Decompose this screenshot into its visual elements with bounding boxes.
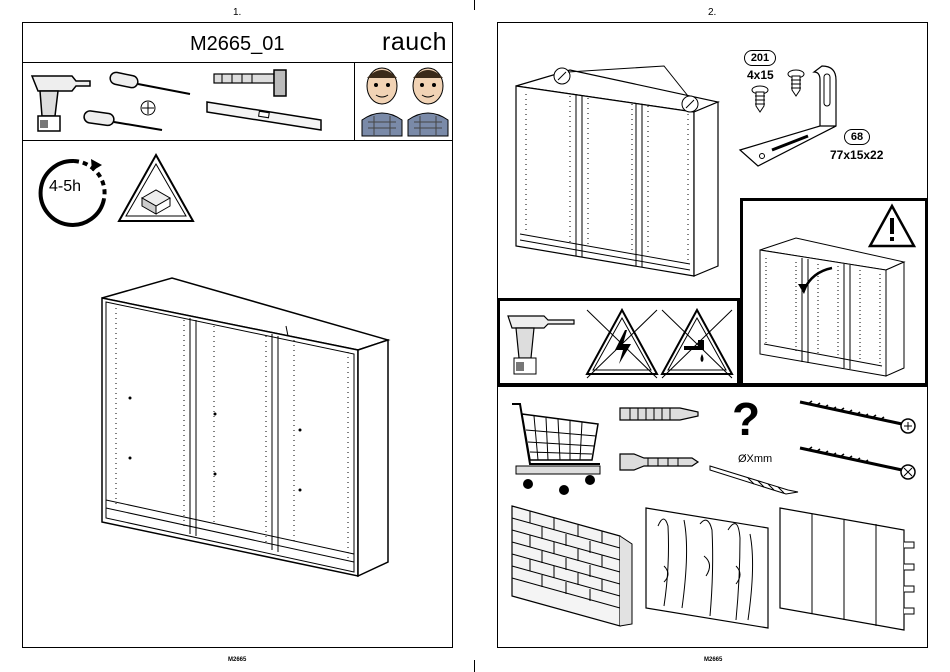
screwdriver-icon — [108, 70, 193, 98]
spirit-level-icon — [205, 100, 325, 134]
page-title: M2665_01 — [190, 33, 285, 56]
unknown-wall-question: ? — [732, 392, 760, 446]
fragile-warning-icon — [116, 152, 196, 224]
brick-wall-icon — [510, 504, 634, 628]
page-number-left: 1. — [233, 7, 241, 18]
wall-plug-icon — [618, 448, 700, 476]
part-68-badge: 68 — [844, 129, 870, 145]
hammer-icon — [212, 70, 297, 100]
worker-face-icon — [360, 64, 404, 136]
header-divider — [22, 62, 453, 63]
shopping-cart-icon — [510, 400, 604, 496]
tools-divider — [22, 140, 453, 141]
cordless-drill-icon — [504, 306, 578, 380]
no-electric-warning-icon — [585, 308, 659, 380]
footer-left: M2665 — [228, 657, 246, 663]
page-divider-bottom — [474, 660, 475, 672]
page-divider-top — [474, 0, 475, 10]
wood-wall-icon — [644, 506, 770, 630]
assembly-time-label: 4-5h — [49, 178, 81, 196]
part-68-size: 77x15x22 — [830, 148, 883, 162]
phillips-screwdriver-icon — [82, 104, 167, 134]
screw-icon — [798, 444, 920, 480]
worker-face-icon — [406, 64, 450, 136]
brand-logo: rauch — [382, 28, 447, 57]
wardrobe-frame-icon — [756, 236, 906, 378]
wardrobe-frame-icon — [514, 66, 726, 280]
no-water-warning-icon — [660, 308, 734, 380]
screw-icon — [798, 398, 920, 434]
lower-divider — [497, 386, 928, 387]
page-number-right: 2. — [708, 7, 716, 18]
part-201-badge: 201 — [744, 50, 776, 66]
wardrobe-frame-icon — [100, 278, 390, 578]
wall-plug-icon — [618, 400, 700, 428]
footer-right: M2665 — [704, 657, 722, 663]
plasterboard-wall-icon — [778, 506, 920, 632]
tools-persons-divider — [354, 62, 355, 140]
drill-bit-icon — [708, 462, 800, 496]
